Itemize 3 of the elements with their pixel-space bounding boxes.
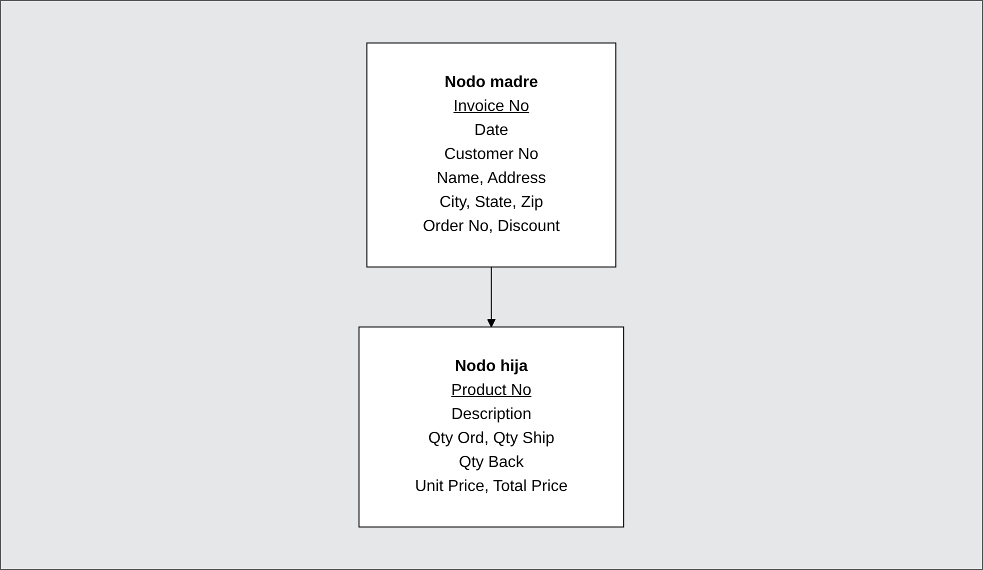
node-box: Nodo hija Product No Description Qty Ord, Qty Ship Qty Back Unit Price, Total Price (358, 326, 624, 528)
node-box: Nodo madre Invoice No Date Customer No Name, Address City, State, Zip Order No, Discount (366, 42, 616, 268)
arrow (487, 266, 496, 328)
